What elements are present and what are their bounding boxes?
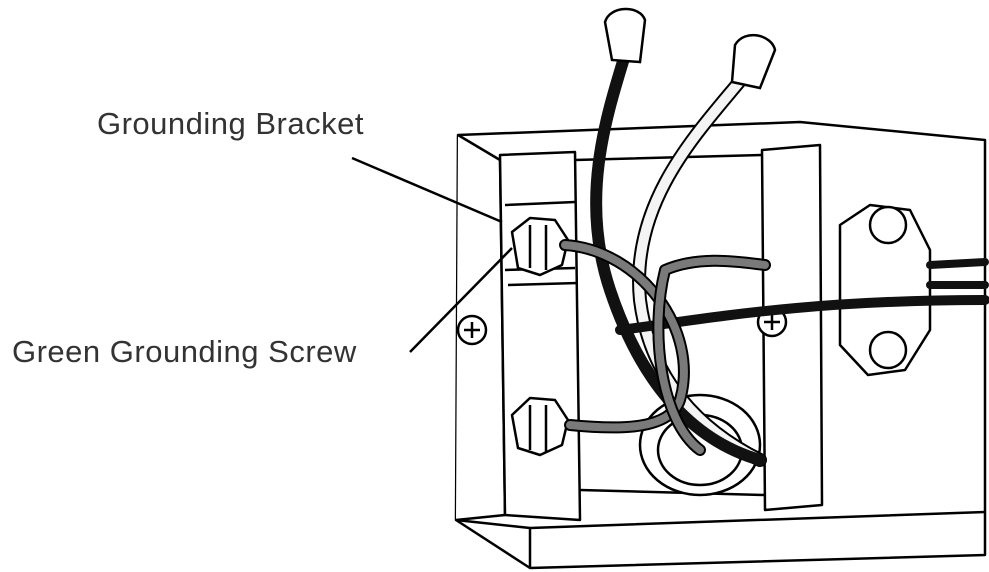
grounding-bracket-leader xyxy=(351,156,503,224)
box-bottom-lip xyxy=(455,510,986,568)
wire-nut-left xyxy=(603,7,647,64)
green-grounding-screw xyxy=(510,216,570,277)
grounding-bracket xyxy=(498,150,582,522)
black-wire xyxy=(590,49,766,466)
green-grounding-screw-label: Green Grounding Screw xyxy=(12,334,357,369)
wire-nut-right xyxy=(730,33,777,90)
right-mounting-bracket xyxy=(760,143,824,512)
green-grounding-screw-leader xyxy=(409,247,513,353)
bracket-screw xyxy=(510,396,570,457)
grounding-bracket-label: Grounding Bracket xyxy=(97,106,364,141)
